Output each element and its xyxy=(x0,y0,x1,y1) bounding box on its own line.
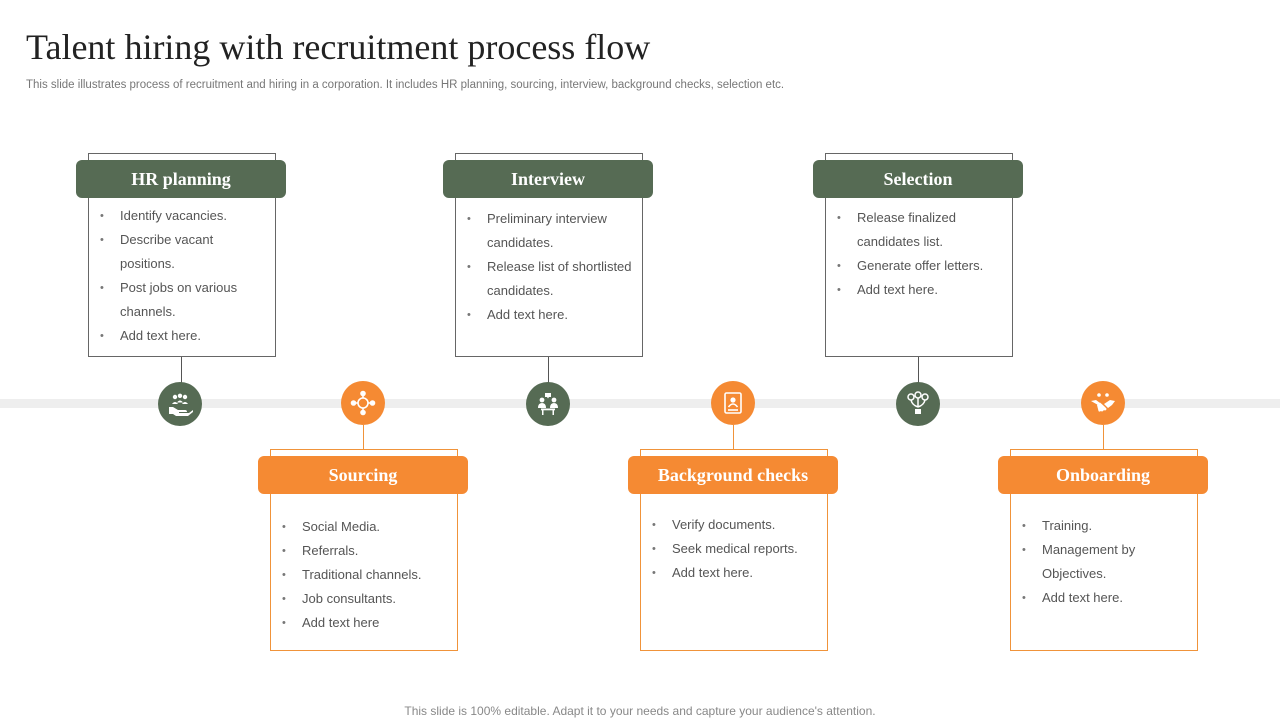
step-connector xyxy=(363,425,364,450)
selection-tree-icon xyxy=(907,391,929,414)
slide-footer: This slide is 100% editable. Adapt it to… xyxy=(404,704,876,718)
slide-title: Talent hiring with recruitment process f… xyxy=(26,27,651,67)
step-list: Training. Management by Objectives. Add … xyxy=(1022,514,1192,610)
list-item: Generate offer letters. xyxy=(837,254,1007,278)
hand-people-icon xyxy=(169,393,193,416)
step-node xyxy=(896,382,940,426)
step-connector xyxy=(548,357,549,383)
list-item: Add text here. xyxy=(100,324,270,348)
step-node xyxy=(341,381,385,425)
list-item: Describe vacant positions. xyxy=(100,228,270,276)
list-item: Release list of shortlisted candidates. xyxy=(467,255,637,303)
list-item: Post jobs on various channels. xyxy=(100,276,270,324)
slide-subtitle: This slide illustrates process of recrui… xyxy=(26,79,785,91)
step-label: HR planning xyxy=(76,160,286,198)
step-frame xyxy=(825,153,1013,357)
document-check-icon xyxy=(724,392,742,414)
step-connector xyxy=(733,425,734,450)
step-list: Release finalized candidates list. Gener… xyxy=(837,206,1007,302)
step-connector xyxy=(1103,425,1104,450)
list-item: Release finalized candidates list. xyxy=(837,206,1007,254)
step-frame xyxy=(270,449,458,651)
step-frame xyxy=(1010,449,1198,651)
interview-icon xyxy=(538,393,558,415)
list-item: Social Media. xyxy=(282,515,452,539)
step-list: Identify vacancies. Describe vacant posi… xyxy=(100,204,270,348)
step-label: Sourcing xyxy=(258,456,468,494)
step-connector xyxy=(181,357,182,383)
handshake-icon xyxy=(1091,393,1115,412)
step-frame xyxy=(455,153,643,357)
step-node xyxy=(526,382,570,426)
list-item: Add text here xyxy=(282,611,452,635)
list-item: Add text here. xyxy=(652,561,822,585)
timeline-track xyxy=(0,399,1280,408)
network-people-icon xyxy=(350,390,376,416)
step-list: Preliminary interview candidates. Releas… xyxy=(467,207,637,327)
list-item: Add text here. xyxy=(1022,586,1192,610)
list-item: Verify documents. xyxy=(652,513,822,537)
list-item: Add text here. xyxy=(467,303,637,327)
step-node xyxy=(158,382,202,426)
step-frame xyxy=(640,449,828,651)
step-connector xyxy=(918,357,919,383)
list-item: Identify vacancies. xyxy=(100,204,270,228)
step-label: Selection xyxy=(813,160,1023,198)
list-item: Training. xyxy=(1022,514,1192,538)
step-frame xyxy=(88,153,276,357)
list-item: Traditional channels. xyxy=(282,563,452,587)
step-label: Interview xyxy=(443,160,653,198)
step-list: Social Media. Referrals. Traditional cha… xyxy=(282,515,452,635)
list-item: Referrals. xyxy=(282,539,452,563)
list-item: Job consultants. xyxy=(282,587,452,611)
step-list: Verify documents. Seek medical reports. … xyxy=(652,513,822,585)
step-node xyxy=(1081,381,1125,425)
step-node xyxy=(711,381,755,425)
list-item: Management by Objectives. xyxy=(1022,538,1192,586)
step-label: Background checks xyxy=(628,456,838,494)
list-item: Preliminary interview candidates. xyxy=(467,207,637,255)
list-item: Add text here. xyxy=(837,278,1007,302)
list-item: Seek medical reports. xyxy=(652,537,822,561)
step-label: Onboarding xyxy=(998,456,1208,494)
